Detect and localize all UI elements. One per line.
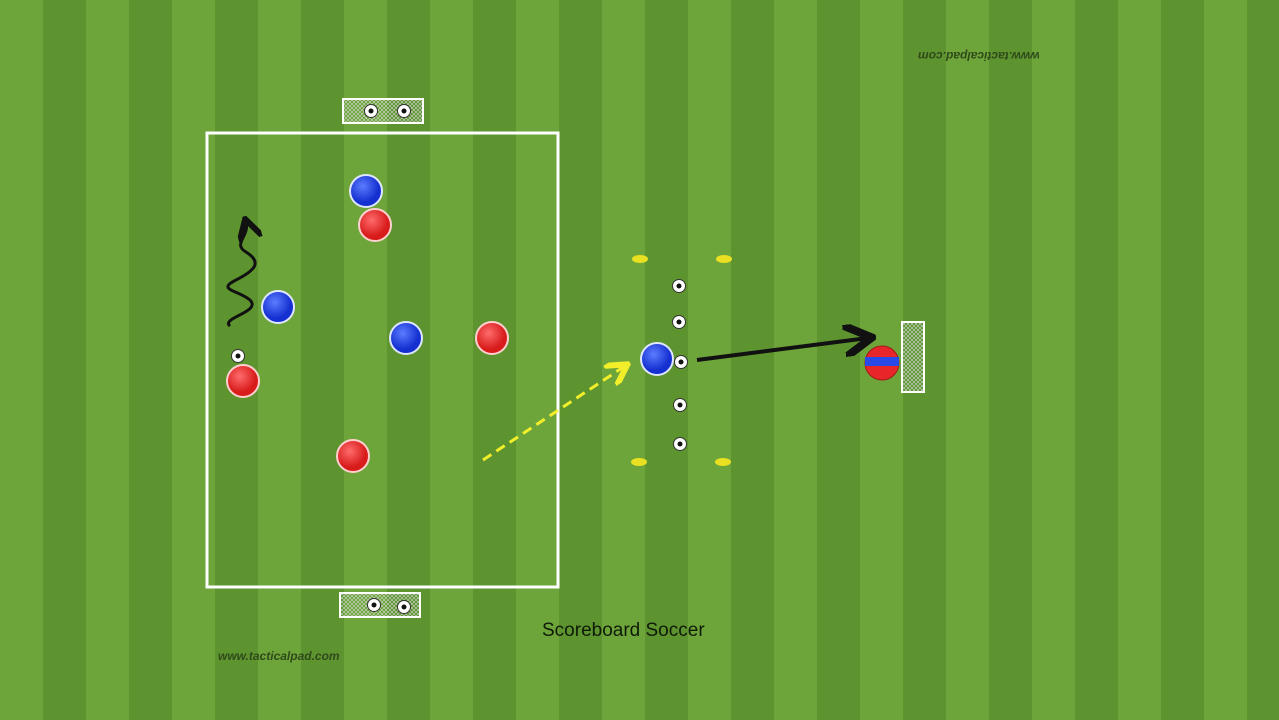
ball-icon	[672, 279, 686, 293]
ball-icon	[397, 600, 411, 614]
cone-icon	[716, 255, 732, 263]
cone-icon	[632, 255, 648, 263]
ball-icon	[364, 104, 378, 118]
playing-area	[205, 131, 560, 589]
pass-arrow	[482, 366, 625, 462]
ball-icon	[367, 598, 381, 612]
red-player	[358, 208, 392, 242]
blue-player	[261, 290, 295, 324]
goal-bottom	[339, 592, 421, 618]
blue-player	[389, 321, 423, 355]
ball-icon	[231, 349, 245, 363]
ball-icon	[397, 104, 411, 118]
watermark-bottom: www.tacticalpad.com	[218, 649, 340, 663]
blue-players	[261, 174, 674, 376]
ball-icon	[674, 355, 688, 369]
goal-right	[901, 321, 925, 393]
watermark-top: www.tacticalpad.com	[918, 49, 1040, 63]
balls	[231, 279, 688, 451]
blue-player	[640, 342, 674, 376]
blue-player	[349, 174, 383, 208]
cone-icon	[715, 458, 731, 466]
ball-icon	[673, 437, 687, 451]
red-players	[226, 208, 509, 473]
diagram-title: Scoreboard Soccer	[542, 620, 705, 641]
red-player	[475, 321, 509, 355]
shot-arrow	[696, 338, 868, 362]
red-player	[226, 364, 260, 398]
ball-icon	[672, 315, 686, 329]
cones	[631, 255, 732, 466]
goalkeeper	[864, 345, 900, 381]
dribble-arrow	[226, 222, 255, 328]
ball-icon	[673, 398, 687, 412]
cone-icon	[631, 458, 647, 466]
red-player	[336, 439, 370, 473]
goal-top	[342, 98, 424, 124]
